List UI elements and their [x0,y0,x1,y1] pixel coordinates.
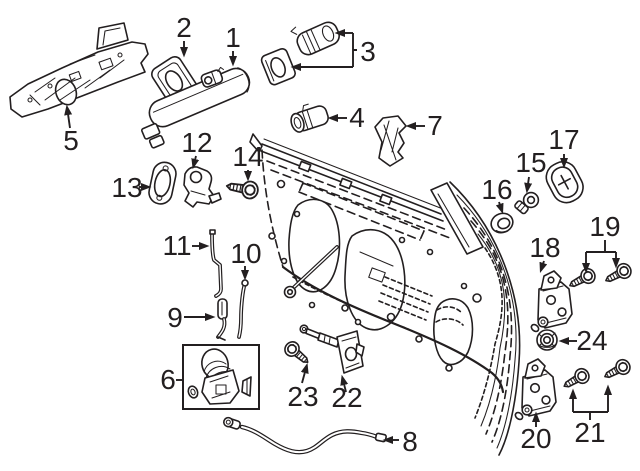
callout-16-label: 16 [481,174,512,205]
callout-15: 15 [515,147,547,194]
callout-18: 18 [529,232,561,274]
part-5-handle-bracket-drawing [9,22,149,118]
part-21-screws-drawing [559,356,634,394]
callout-19-label: 19 [589,211,620,242]
callout-14-label: 14 [232,141,263,172]
callout-2-label: 2 [176,12,192,43]
callout-6-label: 6 [160,364,176,395]
part-6-door-latch-drawing [182,344,260,410]
callout-3-label: 3 [360,36,376,67]
callout-20: 20 [520,411,552,454]
callout-6: 6 [160,364,183,395]
callout-4-label: 4 [349,102,365,133]
callout-8-label: 8 [402,426,418,457]
callout-10: 10 [230,238,262,281]
callout-23: 23 [287,362,319,412]
callout-17: 17 [548,124,580,169]
door-panel-drawing [249,133,521,456]
callout-24: 24 [558,325,608,356]
part-4-cylinder-switch-drawing [290,103,329,133]
callout-5-label: 5 [63,125,79,156]
callout-12-label: 12 [181,127,212,158]
callout-20-label: 20 [520,423,551,454]
part-1-outside-handle-drawing [141,66,251,149]
callout-23-label: 23 [287,381,318,412]
callout-11-label: 11 [162,230,191,261]
callout-21-label: 21 [574,417,605,448]
part-18-upper-hinge-drawing [530,270,573,333]
part-7-bracket-drawing [374,115,407,167]
part-24-nut-drawing [536,329,558,351]
callout-3: 3 [290,29,376,71]
callout-9: 9 [167,302,216,333]
callout-2: 2 [176,12,192,58]
callout-13: 13 [111,172,152,203]
part-3-lock-cylinder-drawing [260,21,340,86]
part-10-rod-drawing [237,279,249,339]
callout-5: 5 [63,104,79,156]
part-16-grommet-drawing [490,212,514,234]
part-9-clip-drawing [216,298,228,341]
callout-14: 14 [232,141,264,182]
callout-16: 16 [481,174,513,215]
part-12-latch-piece-drawing [183,166,222,208]
callout-7-label: 7 [427,110,443,141]
callout-17-label: 17 [548,124,579,155]
callout-9-label: 9 [167,302,183,333]
part-19-screws-drawing [565,260,635,293]
callout-22: 22 [331,374,363,413]
part-17-bezel-drawing [545,160,584,204]
callout-8: 8 [382,426,418,457]
part-11-lock-rod-drawing [209,229,223,298]
callout-18-label: 18 [529,232,560,263]
part-8-release-cable-drawing [222,416,387,455]
callout-12: 12 [181,127,213,170]
callout-7: 7 [405,110,443,141]
part-23-bolt-drawing [281,338,314,369]
part-14-bolt-drawing [224,176,261,201]
callout-1-label: 1 [225,22,241,53]
callout-21: 21 [569,384,612,448]
callout-15-label: 15 [515,147,546,178]
part-20-lower-hinge-drawing [513,358,557,422]
callout-11: 11 [162,230,210,261]
callout-1: 1 [225,22,241,67]
callout-19: 19 [582,211,621,274]
callout-24-label: 24 [576,325,607,356]
callout-10-label: 10 [230,238,261,269]
callout-4: 4 [327,102,365,133]
callout-22-label: 22 [331,382,362,413]
callout-13-label: 13 [111,172,142,203]
part-13-gasket-drawing [148,161,177,205]
part-22-check-strap-drawing [299,324,365,374]
part-15-clip-drawing [514,191,540,215]
